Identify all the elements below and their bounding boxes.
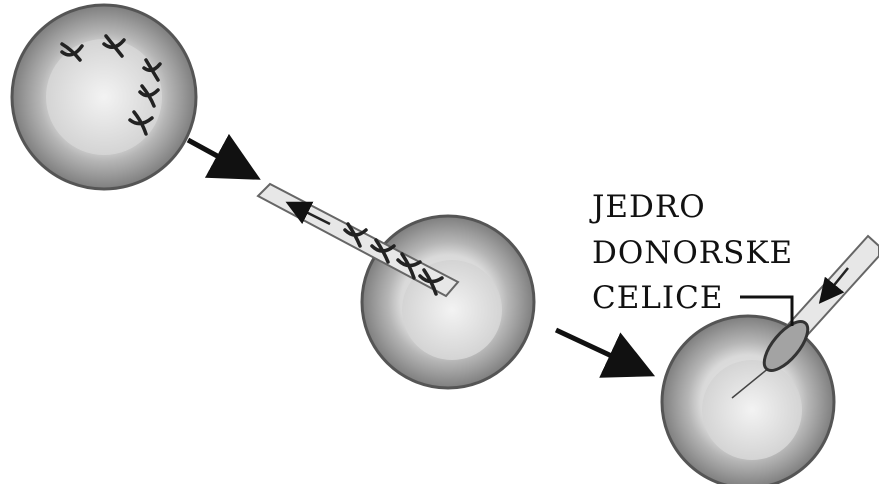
- recipient-egg-cell: [662, 316, 834, 484]
- label-jedro: JEDRO: [592, 192, 706, 223]
- label-celice: CELICE: [592, 283, 724, 314]
- label-donorske: DONORSKE: [592, 238, 793, 269]
- step-arrow-2: [556, 330, 646, 372]
- enucleated-egg-cell: [362, 216, 534, 388]
- step-arrow-1: [188, 140, 252, 175]
- egg-cell-with-chromosomes: [12, 5, 196, 189]
